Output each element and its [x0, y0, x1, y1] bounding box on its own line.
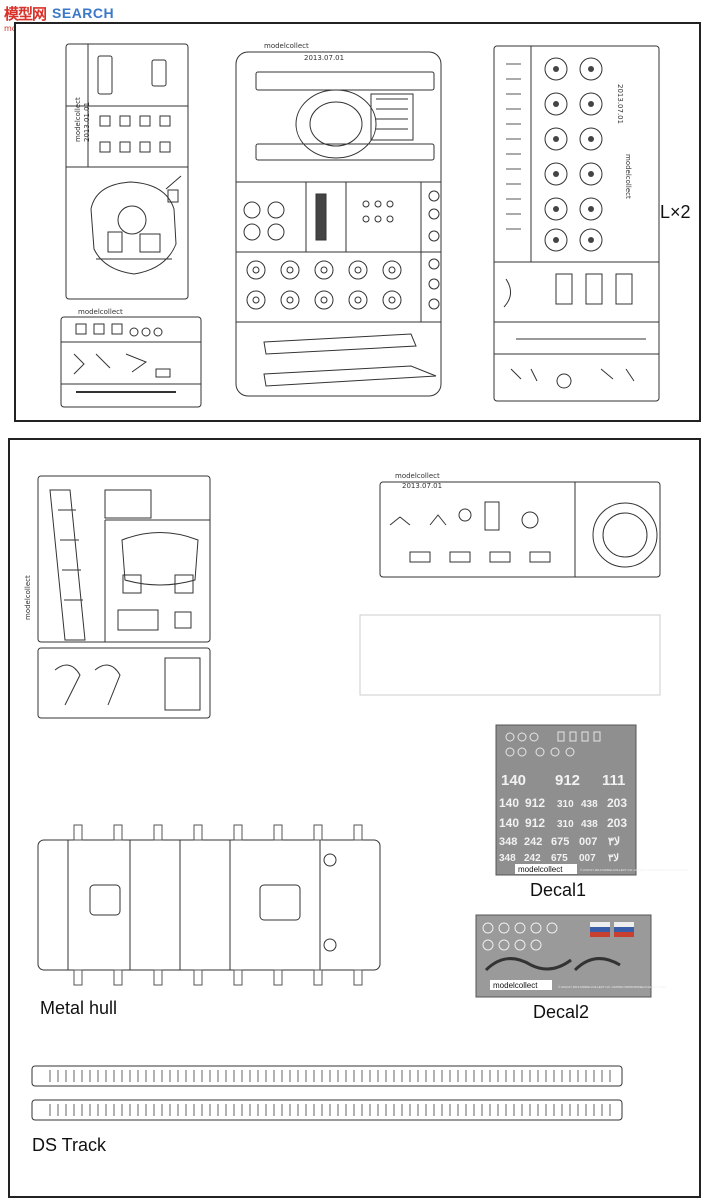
sprue-i-logo: modelcollect — [24, 575, 32, 620]
decal1-arabic-b: ﻻ٣ — [608, 853, 619, 864]
sprue-l-multiplier: L×2 — [660, 202, 691, 222]
sprue-l-logo: modelcollect — [624, 154, 632, 199]
decal2-fine-print: © 2013.07.2013 MODELCOLLECT CO. LIMITED … — [558, 985, 666, 989]
decal1-number-438-b: 438 — [581, 819, 598, 830]
sprue-panel-bottom: modelcollect modelcollect 2013.07.01 140… — [8, 438, 701, 1198]
sprue-b-code: 2013.07.01 — [304, 54, 344, 62]
decal1-number-912-c: 912 — [525, 816, 545, 830]
decal2-brand: modelcollect — [493, 981, 538, 990]
decal1-arabic-a: ﻻ٣ — [608, 836, 620, 848]
decal1-number-348-a: 348 — [499, 836, 517, 848]
ds-track-drawing — [31, 1065, 623, 1121]
top-sprues-drawing: modelcollect 2013.01.01 modelcollect 201… — [60, 42, 660, 408]
decal1-number-438-a: 438 — [581, 799, 598, 810]
decal1-sheet: 140 912 111 140 912 310 438 203 140 912 … — [495, 724, 688, 876]
decal1-number-310-a: 310 — [557, 799, 574, 810]
logo-search-text: SEARCH — [52, 5, 115, 21]
decal2-caption: Decal2 — [533, 1002, 590, 1022]
sprue-l — [493, 45, 660, 402]
decal1-number-007-a: 007 — [579, 836, 597, 848]
decal1-number-675-b: 675 — [551, 853, 568, 864]
sprue-l-code: 2013.07.01 — [616, 84, 624, 124]
logo-mark: 模型网 SEARCH — [4, 3, 114, 24]
metal-hull-drawing — [37, 824, 381, 986]
sprue-x — [65, 43, 189, 300]
decal1-number-203-b: 203 — [607, 816, 627, 830]
decal1-number-111: 111 — [602, 772, 625, 789]
decal1-number-310-b: 310 — [557, 819, 574, 830]
sprue-e — [60, 316, 202, 408]
sprue-i — [37, 475, 211, 719]
decal1-number-140-b: 140 — [499, 796, 519, 810]
sprue-c — [379, 481, 661, 578]
sprue-panel-top: modelcollect 2013.01.01 modelcollect 201… — [14, 22, 701, 422]
decal1-number-242-a: 242 — [524, 836, 542, 848]
decal1-number-912-b: 912 — [525, 796, 545, 810]
sprue-b-logo: modelcollect — [264, 42, 309, 50]
logo-chinese-text: 模型网 — [4, 4, 47, 23]
site-logo[interactable]: 模型网 SEARCH — [4, 3, 114, 24]
decal1-number-675-a: 675 — [551, 836, 569, 848]
decal1-number-348-b: 348 — [499, 853, 516, 864]
sprue-c-code: 2013.07.01 — [402, 482, 442, 490]
sprue-e-logo: modelcollect — [78, 308, 123, 316]
bottom-sprues-drawing: modelcollect modelcollect 2013.07.01 140… — [24, 472, 688, 1121]
ds-track-caption: DS Track — [32, 1135, 107, 1155]
decal1-number-140-a: 140 — [501, 772, 526, 789]
sprue-x-logo: modelcollect — [74, 97, 82, 142]
decal1-number-007-b: 007 — [579, 853, 596, 864]
metal-hull-caption: Metal hull — [40, 998, 118, 1018]
decal1-number-242-b: 242 — [524, 853, 541, 864]
track-links — [49, 1070, 611, 1116]
sprue-b — [235, 51, 442, 397]
sprue-x-code: 2013.01.01 — [83, 102, 91, 142]
decal1-caption: Decal1 — [530, 880, 587, 900]
decal2-sheet: modelcollect © 2013.07.2013 MODELCOLLECT… — [475, 914, 666, 998]
decal1-number-912-a: 912 — [555, 772, 580, 789]
sprue-c-logo: modelcollect — [395, 472, 440, 480]
decal1-number-203-a: 203 — [607, 796, 627, 810]
decal1-fine-print: © 2013.07.2013 MODELCOLLECT CO. LIMITED … — [580, 868, 688, 872]
decal1-brand: modelcollect — [518, 865, 563, 874]
decal1-number-140-c: 140 — [499, 816, 519, 830]
